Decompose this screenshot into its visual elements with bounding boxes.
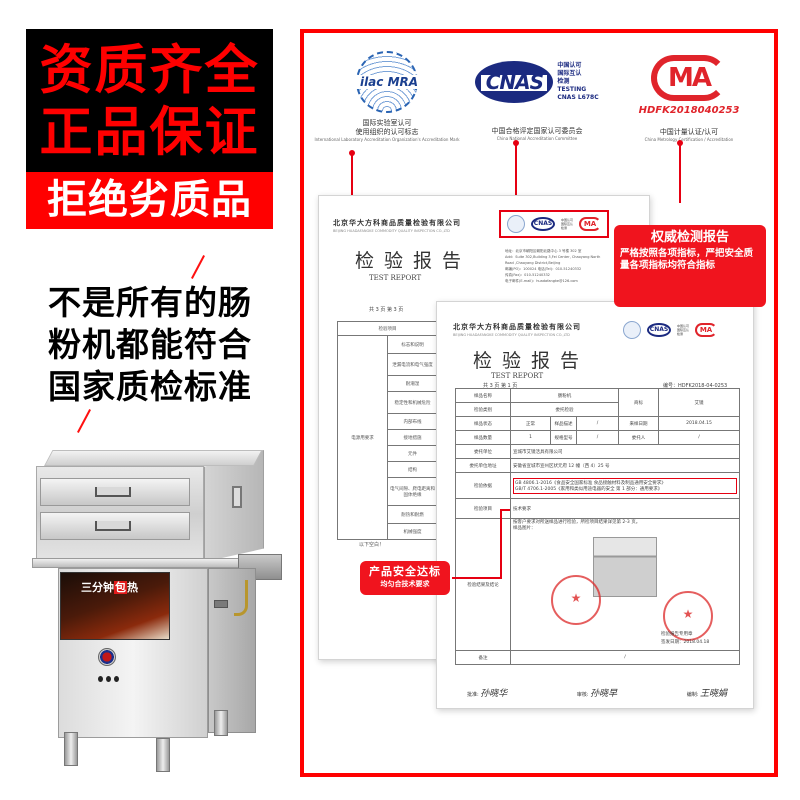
cma-mini-icon: MA xyxy=(579,217,602,231)
claim-line-2: 粉机都能符合 xyxy=(48,325,252,364)
connector-line xyxy=(452,577,502,579)
side-tray xyxy=(238,554,282,580)
reject-inferior-banner: 拒绝劣质品 xyxy=(26,172,273,229)
connector-line xyxy=(351,153,353,203)
test-items-table: 检验项目 电源用要求标志和说明 泄漏电流和电气强度 耐潮湿 稳定性和机械危险 内… xyxy=(337,321,438,540)
lab-address: 地址：北京市朝阳区朝阳北路中心 3 号楼 302 室 Add：Suite 302… xyxy=(505,249,601,283)
gas-valve-icon xyxy=(214,600,228,608)
certification-frame: ilac MRA 国际实验室认可 使用组织的认可标志 International… xyxy=(300,29,778,777)
drawer-handle-icon xyxy=(95,487,131,497)
cnas-logo-icon: CNAS xyxy=(475,61,554,103)
side-handle-icon xyxy=(232,486,242,508)
steamer-box-top xyxy=(44,450,263,466)
report-logos-highlighted: CNAS 中国认可国际互认检测 MA xyxy=(499,210,610,238)
cma-certificate-code: HDFK2018040253 xyxy=(638,105,740,116)
cabinet-side xyxy=(208,568,256,733)
decorative-slash xyxy=(191,255,205,279)
official-seal-icon xyxy=(663,591,713,641)
sample-photo xyxy=(593,537,658,597)
gas-hose-icon xyxy=(234,580,248,616)
ilac-certification: ilac MRA 国际实验室认可 使用组织的认可标志 International… xyxy=(312,51,462,142)
rice-roll-machine-image: 三分钟包热 xyxy=(32,440,282,772)
cma-logo-icon: MA xyxy=(651,55,727,101)
claim-line-3: 国家质检标准 xyxy=(48,367,252,406)
report-number: 编号：HDFK2018-04-0253 xyxy=(663,383,728,389)
steamer-drawer-2 xyxy=(40,512,190,540)
ilac-mini-icon xyxy=(507,215,525,233)
authoritative-report-callout: 权威检测报告 严格按照各项指标，严把安全质量各项指标均符合指标 xyxy=(614,225,766,307)
poster-title: 三分钟包热 xyxy=(81,581,138,594)
test-standards-highlight: GB 4806.1-2016《食品安全国家标准 食品接触材料及制品通用安全要求》… xyxy=(513,477,738,494)
cnas-side-text: 中国认可 国际互认 检测 TESTING CNAS L678C xyxy=(557,62,599,101)
product-safety-callout: 产品安全达标 均匀合技术要求 xyxy=(360,561,450,595)
machine-leg xyxy=(64,732,78,766)
connector-line xyxy=(500,509,502,579)
cnas-mini-icon: CNAS xyxy=(647,323,671,337)
quality-claim: 不是所有的肠 粉机都能符合 国家质检标准 xyxy=(30,282,270,408)
decorative-slash xyxy=(77,409,91,433)
connector-line xyxy=(515,143,517,209)
machine-poster: 三分钟包热 xyxy=(60,572,170,640)
report-logos: CNAS 中国认可国际互认检测 MA xyxy=(617,318,723,342)
machine-leg xyxy=(214,710,228,736)
headline-line-1: 资质齐全 xyxy=(39,40,260,101)
ilac-mra-logo-icon: ilac MRA xyxy=(352,51,426,113)
machine-ledge xyxy=(32,558,268,568)
connector-line xyxy=(500,509,510,511)
connector-line xyxy=(679,143,681,203)
signatures: 批准: 孙晓华 审核: 孙晓早 编制: 王晓娟 xyxy=(467,686,727,699)
cnas-mini-icon: CNAS xyxy=(531,217,555,231)
signature-review: 审核: 孙晓早 xyxy=(576,689,618,699)
headline-line-2: 正品保证 xyxy=(39,102,260,163)
signature-prepare: 编制: 王晓娟 xyxy=(686,689,727,699)
report-info-table: 样品名称 肠粉机 商标 艾镜 检验类别 委托检验 样品状态 正常 样品描述 / … xyxy=(455,388,741,665)
ilac-mini-icon xyxy=(623,321,641,339)
signature-approve: 批准: 孙晓华 xyxy=(467,689,508,699)
gas-knob-icon xyxy=(98,648,116,666)
drawer-handle-icon xyxy=(95,521,131,531)
qualification-headline-block: 资质齐全 正品保证 xyxy=(26,29,273,172)
machine-leg xyxy=(156,738,170,772)
vent-holes-icon xyxy=(98,676,119,682)
cnas-certification: CNAS 中国认可 国际互认 检测 TESTING CNAS L678C 中国合… xyxy=(462,51,612,141)
cma-mini-icon: MA xyxy=(695,323,718,337)
claim-line-1: 不是所有的肠 xyxy=(48,283,252,322)
cma-certification: MA HDFK2018040253 中国计量认证/认可 China Metrol… xyxy=(614,51,764,142)
official-seal-icon xyxy=(551,575,601,625)
test-report-page-1: 北京华大方科商品质量检验有限公司 BEIJING HUADAFANGKE COM… xyxy=(436,301,754,709)
steamer-drawer-1 xyxy=(40,478,190,506)
